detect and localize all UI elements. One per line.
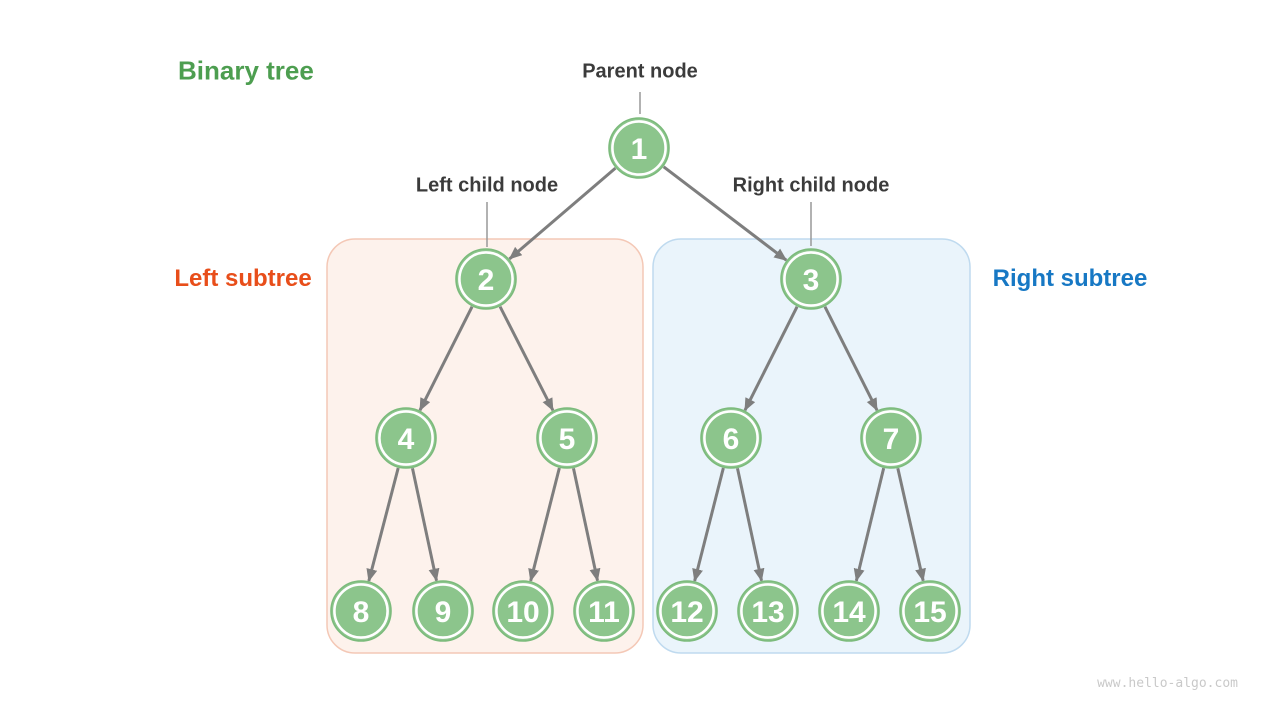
tree-edge-5-10 — [528, 467, 561, 582]
node-circle — [899, 580, 961, 642]
tree-node-3: 3 — [780, 248, 842, 310]
tree-node-6: 6 — [700, 407, 762, 469]
node-value: 9 — [435, 596, 452, 629]
tree-node-10: 10 — [492, 580, 554, 642]
node-circle — [818, 580, 880, 642]
node-circle — [455, 248, 517, 310]
tree-node-1: 1 — [608, 117, 670, 179]
node-ring — [539, 410, 595, 466]
tree-node-13: 13 — [737, 580, 799, 642]
node-value: 5 — [559, 423, 576, 456]
node-value: 6 — [723, 423, 740, 456]
tree-edge-7-15 — [896, 467, 926, 582]
tree-node-9: 9 — [412, 580, 474, 642]
tree-node-5: 5 — [536, 407, 598, 469]
tree-edge-6-12 — [692, 467, 725, 582]
tree-node-11: 11 — [573, 580, 635, 642]
node-circle — [536, 407, 598, 469]
left-subtree-box — [326, 238, 644, 654]
tree-node-15: 15 — [899, 580, 961, 642]
node-ring — [611, 120, 667, 176]
right-child-node-label: Right child node — [732, 174, 890, 197]
tree-edge-5-11 — [572, 468, 601, 582]
node-circle — [656, 580, 718, 642]
watermark-url: www.hello-algo.com — [1097, 676, 1238, 691]
tree-edge-4-9 — [411, 468, 440, 582]
left-child-node-label: Left child node — [415, 174, 559, 197]
tree-edge-3-7 — [823, 306, 879, 412]
node-circle — [608, 117, 670, 179]
node-ring — [659, 583, 715, 639]
tree-node-8: 8 — [330, 580, 392, 642]
node-value: 8 — [353, 596, 370, 629]
node-circle — [330, 580, 392, 642]
node-ring — [740, 583, 796, 639]
node-value: 12 — [670, 596, 703, 629]
node-ring — [415, 583, 471, 639]
tree-edge-2-4 — [418, 306, 474, 412]
node-value: 10 — [506, 596, 539, 629]
node-ring — [378, 410, 434, 466]
node-value: 3 — [803, 264, 820, 297]
node-value: 4 — [398, 423, 415, 456]
node-value: 14 — [832, 596, 866, 629]
node-value: 13 — [751, 596, 784, 629]
tree-edge-1-3 — [662, 165, 788, 262]
tree-node-4: 4 — [375, 407, 437, 469]
node-value: 11 — [588, 596, 620, 629]
tree-node-2: 2 — [455, 248, 517, 310]
node-circle — [573, 580, 635, 642]
node-ring — [495, 583, 551, 639]
diagram-title: Binary tree — [178, 55, 314, 86]
node-circle — [860, 407, 922, 469]
node-ring — [863, 410, 919, 466]
node-ring — [333, 583, 389, 639]
tree-edge-3-6 — [743, 306, 799, 412]
right-subtree-label: Right subtree — [992, 265, 1148, 292]
node-ring — [783, 251, 839, 307]
node-ring — [458, 251, 514, 307]
node-value: 2 — [478, 264, 495, 297]
parent-node-label: Parent node — [582, 60, 698, 83]
left-subtree-label: Left subtree — [174, 265, 312, 292]
node-value: 1 — [631, 133, 648, 166]
tree-edge-2-5 — [498, 305, 555, 412]
node-circle — [737, 580, 799, 642]
tree-edge-1-2 — [508, 167, 617, 260]
node-ring — [821, 583, 877, 639]
node-circle — [412, 580, 474, 642]
tree-node-14: 14 — [818, 580, 880, 642]
node-ring — [576, 583, 632, 639]
node-value: 7 — [883, 423, 900, 456]
tree-edge-4-8 — [366, 467, 400, 582]
node-ring — [703, 410, 759, 466]
node-circle — [375, 407, 437, 469]
tree-node-7: 7 — [860, 407, 922, 469]
node-circle — [780, 248, 842, 310]
node-circle — [492, 580, 554, 642]
node-ring — [902, 583, 958, 639]
tree-node-12: 12 — [656, 580, 718, 642]
tree-edge-6-13 — [736, 468, 765, 582]
tree-edge-7-14 — [853, 467, 886, 582]
node-circle — [700, 407, 762, 469]
node-value: 15 — [913, 596, 946, 629]
